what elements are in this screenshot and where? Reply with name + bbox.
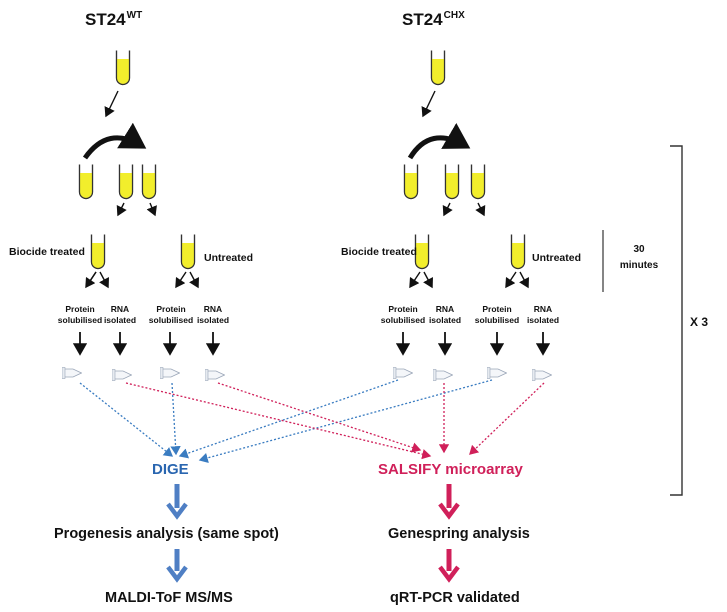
chx-rna-untreated-tube (532, 369, 552, 381)
chx-column (393, 50, 552, 381)
chx-protein-treated-tube (393, 367, 413, 379)
replicate-bracket (670, 145, 683, 496)
wt-split-tube-1 (78, 164, 94, 200)
wt-protein-treated-tube (62, 367, 82, 379)
wt-rna-untreated-tube (205, 369, 225, 381)
wt-protein-untreated-tube (160, 367, 180, 379)
chx-start-tube (430, 50, 446, 86)
wt-split-arrow (82, 122, 147, 160)
chx-treated-tube (414, 234, 430, 270)
chx-protein-untreated-tube (487, 367, 507, 379)
chx-split-tube-1 (403, 164, 419, 200)
wt-untreated-tube (180, 234, 196, 270)
wt-split-tube-2 (118, 164, 134, 200)
replicate-label: X 3 (690, 315, 709, 329)
wt-treated-tube (90, 234, 106, 270)
genespring-label: Genespring analysis (388, 526, 530, 542)
dige-label: DIGE (152, 461, 189, 478)
chx-treated-label: Biocide treated (341, 246, 417, 258)
wt-split-tube-3 (141, 164, 157, 200)
progenesis-label: Progenesis analysis (same spot) (54, 526, 279, 542)
wt-start-tube (115, 50, 131, 86)
wt-column (62, 50, 225, 381)
qrtpcr-label: qRT-PCR validated (390, 590, 520, 606)
proteomics-flow-arrows (166, 484, 188, 583)
wt-rna-treated-tube (112, 369, 132, 381)
chx-untreated-tube (510, 234, 526, 270)
chx-split-tube-2 (444, 164, 460, 200)
chx-split-tube-3 (470, 164, 486, 200)
chx-rna-treated-tube (433, 369, 453, 381)
chx-untreated-label: Untreated (532, 252, 582, 264)
maldi-label: MALDI-ToF MS/MS (105, 590, 233, 606)
transcriptomics-flow-arrows (438, 484, 460, 583)
protein-routes (79, 379, 493, 463)
rna-routes (125, 382, 545, 460)
chx-split-arrow (407, 122, 471, 160)
strain-wt-label: ST24WT (85, 10, 143, 29)
strain-chx-label: ST24CHX (402, 10, 465, 29)
wt-untreated-label: Untreated (204, 252, 254, 264)
wt-treated-label: Biocide treated (9, 246, 85, 258)
salsify-label: SALSIFY microarray (378, 461, 523, 478)
